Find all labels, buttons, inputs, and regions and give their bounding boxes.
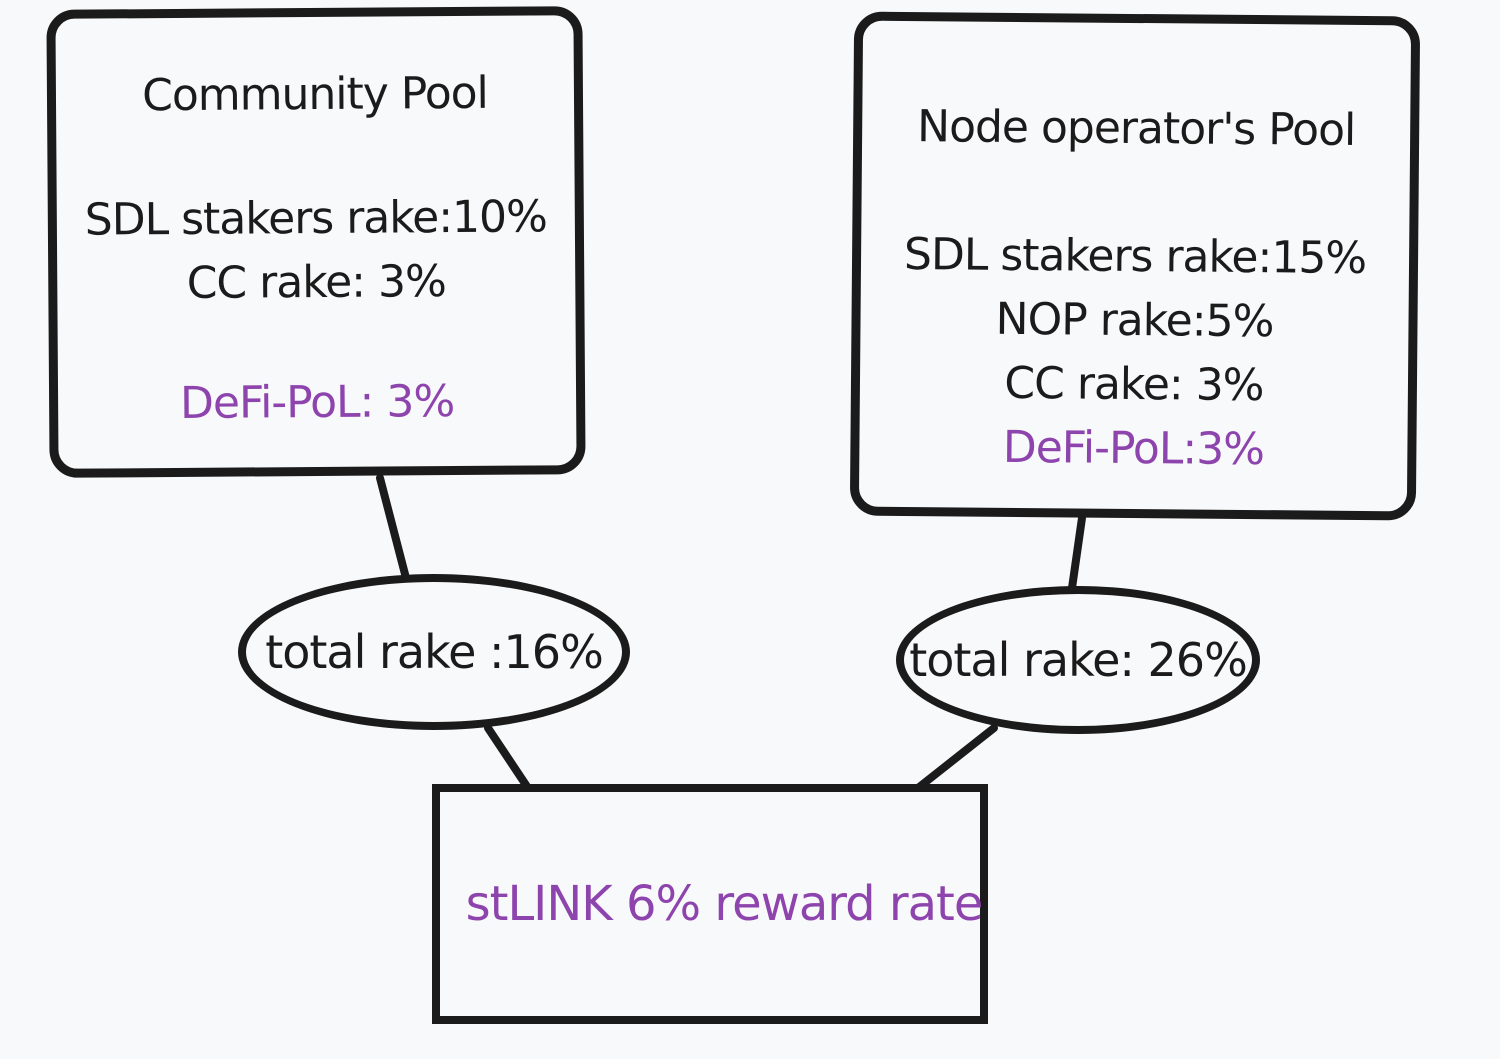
reward-rate-label: stLINK 6% reward rate: [465, 876, 984, 932]
connector-node-operator-pool-to-total: [1068, 514, 1086, 592]
community-sdl-stakers-rake: SDL stakers rake:10%: [84, 191, 548, 246]
reward-rate-box: stLINK 6% reward rate: [432, 784, 988, 1024]
community-defi-pol: DeFi-PoL: 3%: [179, 376, 455, 429]
node-operator-total-rake-label: total rake: 26%: [909, 633, 1248, 687]
community-pool-title: Community Pool: [141, 67, 488, 122]
node-operator-defi-pol: DeFi-PoL:3%: [1002, 421, 1265, 476]
node-operator-sdl-stakers-rake: SDL stakers rake:15%: [903, 228, 1367, 285]
connector-community-total-to-result: [484, 724, 532, 792]
community-total-rake-label: total rake :16%: [265, 625, 604, 679]
node-operator-nop-rake: NOP rake:5%: [995, 293, 1274, 348]
node-operator-total-rake-ellipse: total rake: 26%: [896, 586, 1260, 734]
connector-node-operator-total-to-result: [914, 724, 998, 792]
node-operator-pool-title: Node operator's Pool: [916, 101, 1356, 156]
community-total-rake-ellipse: total rake :16%: [238, 574, 630, 730]
community-cc-rake: CC rake: 3%: [186, 256, 447, 309]
node-operator-cc-rake: CC rake: 3%: [1004, 357, 1264, 412]
node-operator-pool-box: Node operator's Pool SDL stakers rake:15…: [849, 11, 1421, 521]
connector-community-pool-to-total: [376, 474, 410, 582]
community-pool-box: Community Pool SDL stakers rake:10% CC r…: [46, 6, 586, 478]
